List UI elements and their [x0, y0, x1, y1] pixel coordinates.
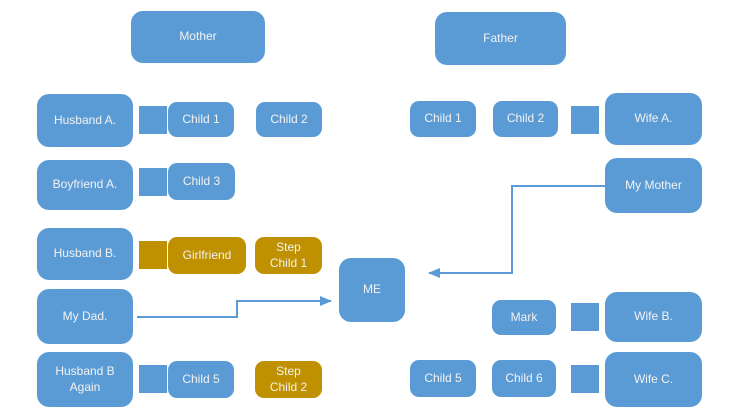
node-my-mother: My Mother [605, 158, 702, 213]
node-husband-b-again: Husband B Again [37, 352, 133, 407]
node-child6: Child 6 [492, 360, 556, 397]
node-husband-b: Husband B. [37, 228, 133, 280]
node-father: Father [435, 12, 566, 65]
node-mother: Mother [131, 11, 265, 63]
block-arrow-wife-b-to-mark [571, 303, 599, 331]
block-arrow-husband-b-to-girlfriend [139, 241, 167, 269]
block-arrow-boyfriend-a-to-child3 [139, 168, 167, 196]
connector-my-dad-to-me [137, 296, 332, 318]
node-child1-left: Child 1 [168, 102, 234, 137]
node-wife-c: Wife C. [605, 352, 702, 407]
block-arrow-wife-c-to-child6 [571, 365, 599, 393]
node-child5-right: Child 5 [410, 360, 476, 397]
node-child3: Child 3 [168, 163, 235, 200]
node-girlfriend: Girlfriend [168, 237, 246, 274]
node-my-dad: My Dad. [37, 289, 133, 344]
node-step-child2: Step Child 2 [255, 361, 322, 398]
node-husband-a: Husband A. [37, 94, 133, 147]
node-step-child1: Step Child 1 [255, 237, 322, 274]
node-child5-left: Child 5 [168, 361, 234, 398]
block-arrow-wife-a-to-child2 [571, 106, 599, 134]
block-arrow-husband-a-to-child1 [139, 106, 167, 134]
node-me: ME [339, 258, 405, 322]
node-mark: Mark [492, 300, 556, 335]
connector-my-mother-to-me [428, 185, 605, 278]
block-arrow-husband-b-again-to-child5 [139, 365, 167, 393]
node-child1-right: Child 1 [410, 101, 476, 137]
node-child2-right: Child 2 [493, 101, 558, 137]
node-child2-left: Child 2 [256, 102, 322, 137]
node-wife-b: Wife B. [605, 292, 702, 342]
node-wife-a: Wife A. [605, 93, 702, 145]
node-boyfriend-a: Boyfriend A. [37, 160, 133, 210]
